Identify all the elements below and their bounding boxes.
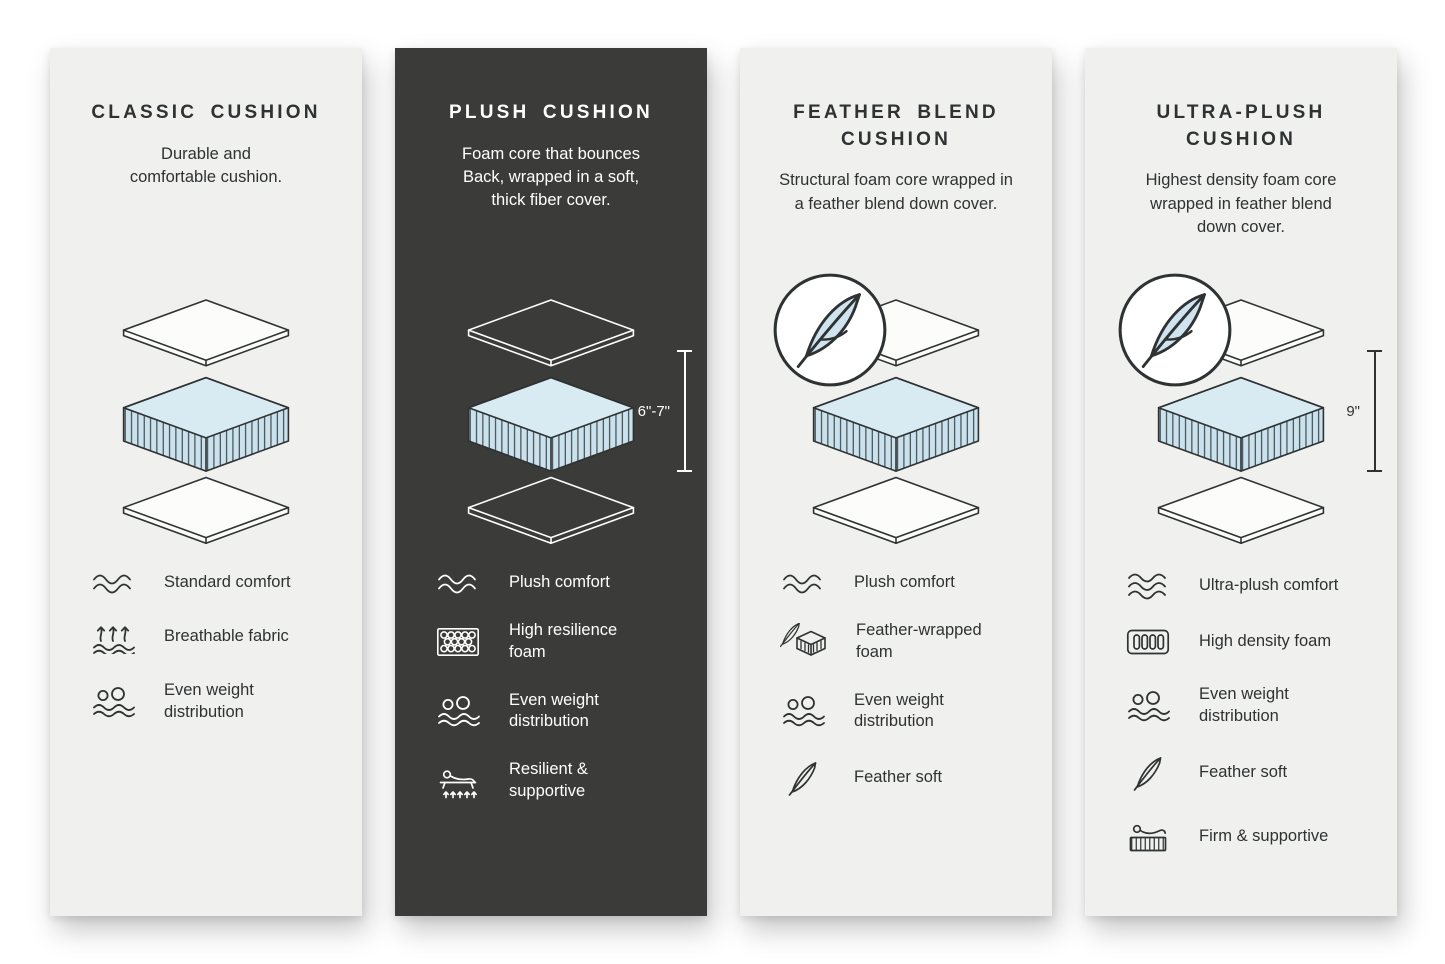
card-title: PLUSH CUSHION [449, 102, 653, 123]
feather-badge-icon [773, 273, 887, 387]
feature-label: Firm & supportive [1199, 826, 1329, 845]
feature-row: Feather soft [1125, 754, 1383, 792]
cushion-stack-illustration [122, 299, 290, 545]
breathable-fabric-icon [90, 620, 136, 654]
feature-row: Firm & supportive [1125, 818, 1383, 856]
feature-row: Even weight distribution [90, 680, 348, 724]
feature-row: Plush comfort [435, 572, 693, 594]
feature-row: Standard comfort [90, 572, 348, 594]
cushion-layers-diagram: 9" [1118, 273, 1382, 549]
card-title: CLASSIC CUSHION [91, 102, 321, 123]
card-description: Foam core that bounces Back, wrapped in … [462, 144, 640, 210]
feature-label: Breathable fabric [164, 627, 289, 646]
feature-row: Even weight distribution [435, 690, 693, 734]
feature-row: Breathable fabric [90, 620, 348, 654]
feature-list: Standard comfort Breathable fabric Even … [90, 572, 348, 724]
feature-label: Standard comfort [164, 573, 291, 592]
feature-label: Even weight distribution [164, 681, 254, 721]
cushion-layers-diagram: 6"-7" [448, 295, 692, 549]
card-title: ULTRA-PLUSH CUSHION [1156, 102, 1326, 150]
resilience-foam-icon [435, 626, 481, 658]
feature-row: High density foam [1125, 626, 1383, 658]
comfort-waves-icon [435, 572, 481, 594]
height-measurement: 9" [1346, 350, 1382, 472]
feature-row: Feather-wrapped foam [780, 620, 1038, 664]
card-classic-cushion: CLASSIC CUSHION Durable and comfortable … [50, 48, 362, 916]
comfort-waves-icon [780, 572, 826, 594]
feature-label: Ultra-plush comfort [1199, 576, 1339, 595]
feature-label: Even weight distribution [509, 690, 599, 731]
feature-list: Ultra-plush comfort High density foam Ev… [1125, 572, 1383, 856]
cushion-layers-diagram [103, 295, 309, 549]
card-plush-cushion: PLUSH CUSHION Foam core that bounces Bac… [395, 48, 707, 916]
card-ultra-plush-cushion: ULTRA-PLUSH CUSHION Highest density foam… [1085, 48, 1397, 916]
feature-label: Feather soft [1199, 762, 1288, 781]
feature-row: Resilient & supportive [435, 759, 693, 803]
feather-icon [1125, 754, 1171, 792]
height-measurement-label: 6"-7" [637, 402, 670, 420]
height-measurement-line [677, 350, 692, 472]
feature-label: Even weight distribution [1199, 685, 1289, 725]
feature-row: Even weight distribution [1125, 684, 1383, 728]
height-measurement-line [1367, 350, 1382, 472]
cushion-stack-illustration [467, 299, 635, 545]
feature-label: Plush comfort [509, 573, 610, 592]
feature-list: Plush comfort Feather-wrapped foam Even … [780, 572, 1038, 797]
resilient-supportive-icon [435, 762, 481, 800]
feature-label: Feather soft [854, 768, 943, 787]
feather-badge-icon [1118, 273, 1232, 387]
feature-row: Even weight distribution [780, 690, 1038, 734]
feature-label: Resilient & supportive [509, 760, 588, 800]
card-description: Durable and comfortable cushion. [129, 144, 283, 187]
feature-row: High resilience foam [435, 620, 693, 664]
feature-list: Plush comfort High resilience foam Even … [435, 572, 693, 803]
feature-label: Plush comfort [854, 573, 955, 592]
card-description: Highest density foam core wrapped in fea… [1145, 171, 1337, 237]
even-weight-icon [1125, 690, 1171, 722]
feature-row: Feather soft [780, 759, 1038, 797]
even-weight-icon [780, 695, 826, 727]
even-weight-icon [435, 695, 481, 727]
cushion-comparison-board: CLASSIC CUSHION Durable and comfortable … [50, 48, 1397, 916]
height-measurement: 6"-7" [638, 350, 692, 472]
cushion-layers-diagram [773, 273, 999, 549]
ultra-waves-icon [1125, 572, 1171, 600]
feature-label: High resilience foam [509, 621, 618, 661]
card-description: Structural foam core wrapped in a feathe… [779, 171, 1013, 213]
comfort-waves-icon [90, 572, 136, 594]
height-measurement-label: 9" [1346, 402, 1360, 420]
feather-icon [780, 759, 826, 797]
feature-row: Ultra-plush comfort [1125, 572, 1383, 600]
firm-supportive-icon [1125, 818, 1171, 856]
feature-label: Even weight distribution [854, 690, 944, 731]
feather-wrapped-foam-icon [780, 623, 828, 661]
feature-label: High density foam [1199, 632, 1332, 651]
density-foam-icon [1125, 626, 1171, 658]
feature-row: Plush comfort [780, 572, 1038, 594]
even-weight-icon [90, 686, 136, 718]
card-feather-blend-cushion: FEATHER BLEND CUSHION Structural foam co… [740, 48, 1052, 916]
card-title: FEATHER BLEND CUSHION [793, 102, 999, 150]
feature-label: Feather-wrapped foam [856, 621, 982, 661]
